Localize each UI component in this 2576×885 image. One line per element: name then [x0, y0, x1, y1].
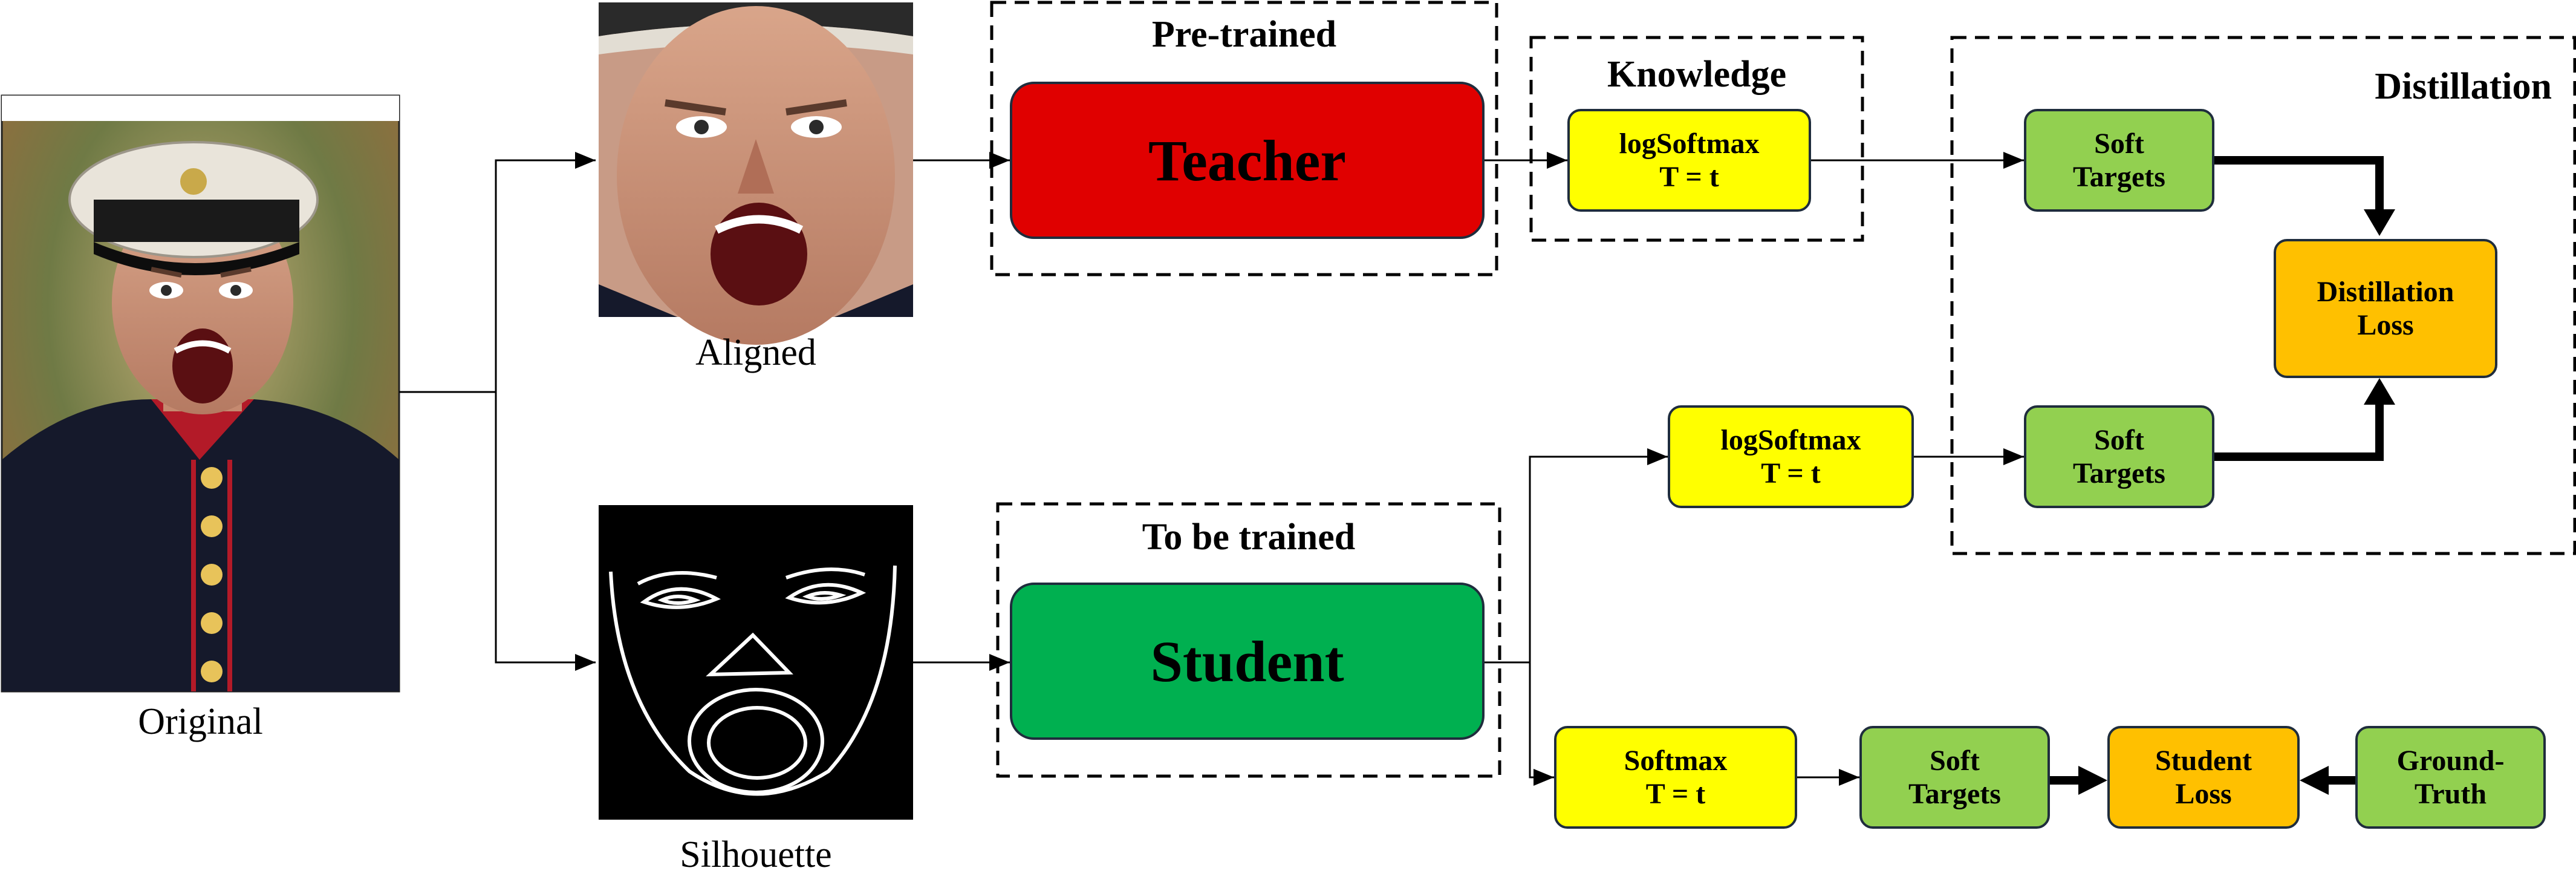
- logsoftmax-student-line1: logSoftmax: [1720, 423, 1861, 456]
- ground-truth-box: Ground-Truth: [2355, 726, 2546, 829]
- soft-targets-teacher-line2: Targets: [2073, 161, 2165, 193]
- distillation-loss-line1: Distillation: [2317, 275, 2454, 308]
- soft-targets-teacher-line1: Soft: [2094, 127, 2144, 160]
- original-photo: [1, 94, 400, 693]
- ground-truth-line2: Truth: [2414, 778, 2487, 810]
- logsoftmax-teacher-line1: logSoftmax: [1619, 127, 1760, 160]
- distillation-loss-line2: Loss: [2357, 309, 2414, 341]
- teacher-label: Teacher: [1148, 128, 1347, 193]
- student-label: Student: [1150, 629, 1344, 694]
- student-loss-line2: Loss: [2175, 778, 2232, 810]
- group-to-be-trained: [996, 502, 1501, 778]
- soft-targets-student-distill-line2: Targets: [2073, 457, 2165, 489]
- group-distillation: [1950, 36, 2576, 555]
- ground-truth-line1: Ground-: [2396, 744, 2505, 777]
- student-loss-line1: Student: [2155, 744, 2252, 777]
- aligned-photo: [599, 2, 913, 345]
- student-box: Student: [1010, 583, 1485, 740]
- logsoftmax-student-line2: T = t: [1761, 457, 1821, 489]
- connector-soft-targets-to-distillation-loss: [2214, 156, 2384, 215]
- logsoftmax-teacher-line2: T = t: [1659, 161, 1719, 193]
- teacher-box: Teacher: [1010, 82, 1485, 239]
- group-pretrained-title: Pre-trained: [1151, 14, 1337, 55]
- soft-targets-student-line2: Targets: [1908, 778, 2001, 810]
- group-knowledge: [1529, 36, 1864, 242]
- softmax-student-line2: T = t: [1645, 778, 1706, 810]
- softmax-student-line1: Softmax: [1624, 744, 1728, 777]
- silhouette-image: [599, 505, 913, 820]
- connector-student-to-softmax: [1529, 662, 1554, 779]
- connector-student-split: [1485, 456, 1668, 664]
- original-label: Original: [138, 701, 263, 742]
- connector-student-soft-targets-to-distillation-loss: [2214, 399, 2384, 461]
- connector-original-split: [399, 159, 596, 393]
- group-distillation-title: Distillation: [2375, 66, 2552, 107]
- soft-targets-student-distill-line1: Soft: [2094, 423, 2144, 456]
- connector-original-to-silhouette: [495, 392, 596, 664]
- soft-targets-student-line1: Soft: [1930, 744, 1980, 777]
- group-to-be-trained-title: To be trained: [1142, 517, 1356, 558]
- silhouette-label: Silhouette: [680, 834, 832, 875]
- group-knowledge-title: Knowledge: [1607, 54, 1787, 95]
- aligned-label: Aligned: [695, 332, 816, 373]
